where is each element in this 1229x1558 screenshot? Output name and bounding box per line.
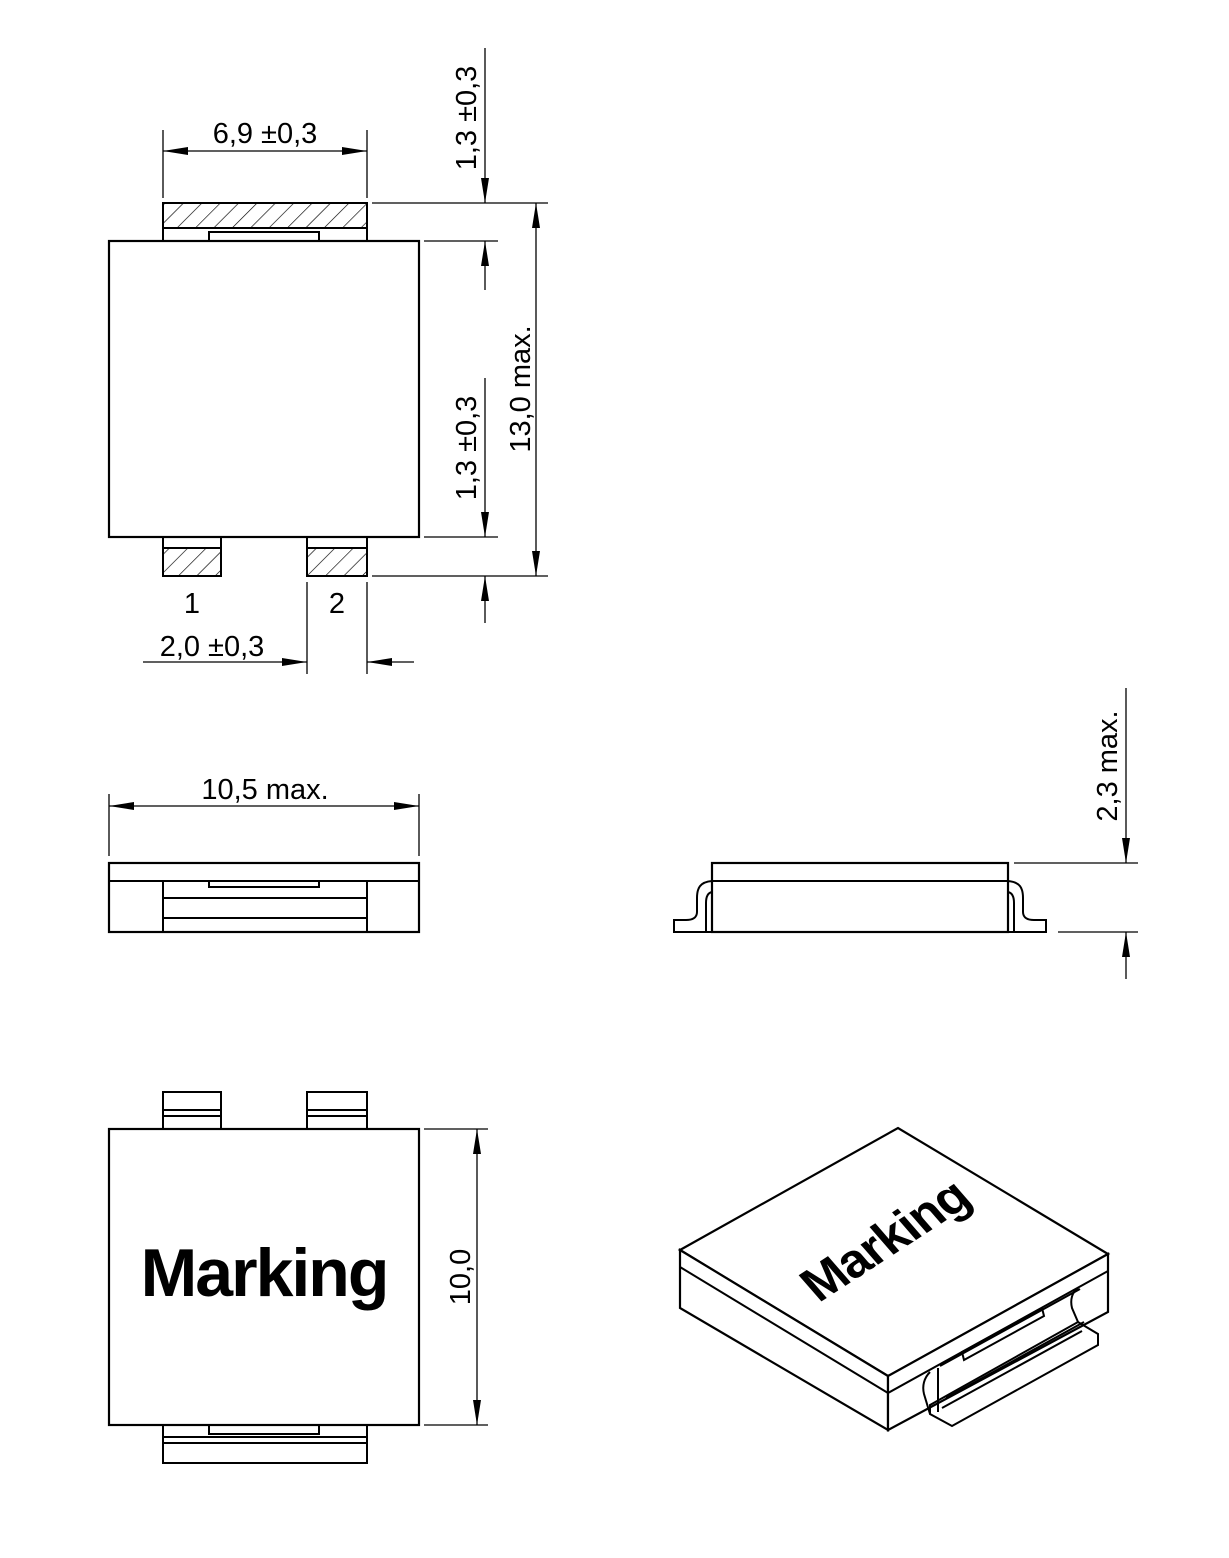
bottom-view: Marking 10,0 [107,1091,488,1464]
dim-width: 10,5 max. [201,774,328,806]
package-body-side [710,861,1010,934]
dim-pin-width: 2,0 ±0,3 [160,631,265,663]
front-view: 10,5 max. [107,774,421,934]
pin-1-terminal [162,536,222,549]
marking-text: Marking [141,1235,388,1311]
dim-terminal-width: 6,9 ±0,3 [213,118,318,150]
iso-view: Marking [677,1126,1111,1432]
top-view: 1 2 6,9 ±0,3 1,3 ±0,3 1,3 ±0,3 13,0 max.… [107,48,548,674]
dim-height: 2,3 max. [1092,710,1124,821]
pin-2-terminal [306,536,368,549]
pin-1-label: 1 [184,588,200,620]
dim-overall-length: 13,0 max. [505,325,537,452]
pin-2-label: 2 [329,588,345,620]
dim-terminal-bottom: 1,3 ±0,3 [451,396,483,501]
dim-length: 10,0 [445,1249,477,1305]
top-terminal [162,202,368,229]
side-view: 2,3 max. [673,688,1138,979]
package-body-bottom [107,1127,421,1427]
dim-terminal-top: 1,3 ±0,3 [451,66,483,171]
package-body-top [107,239,421,539]
